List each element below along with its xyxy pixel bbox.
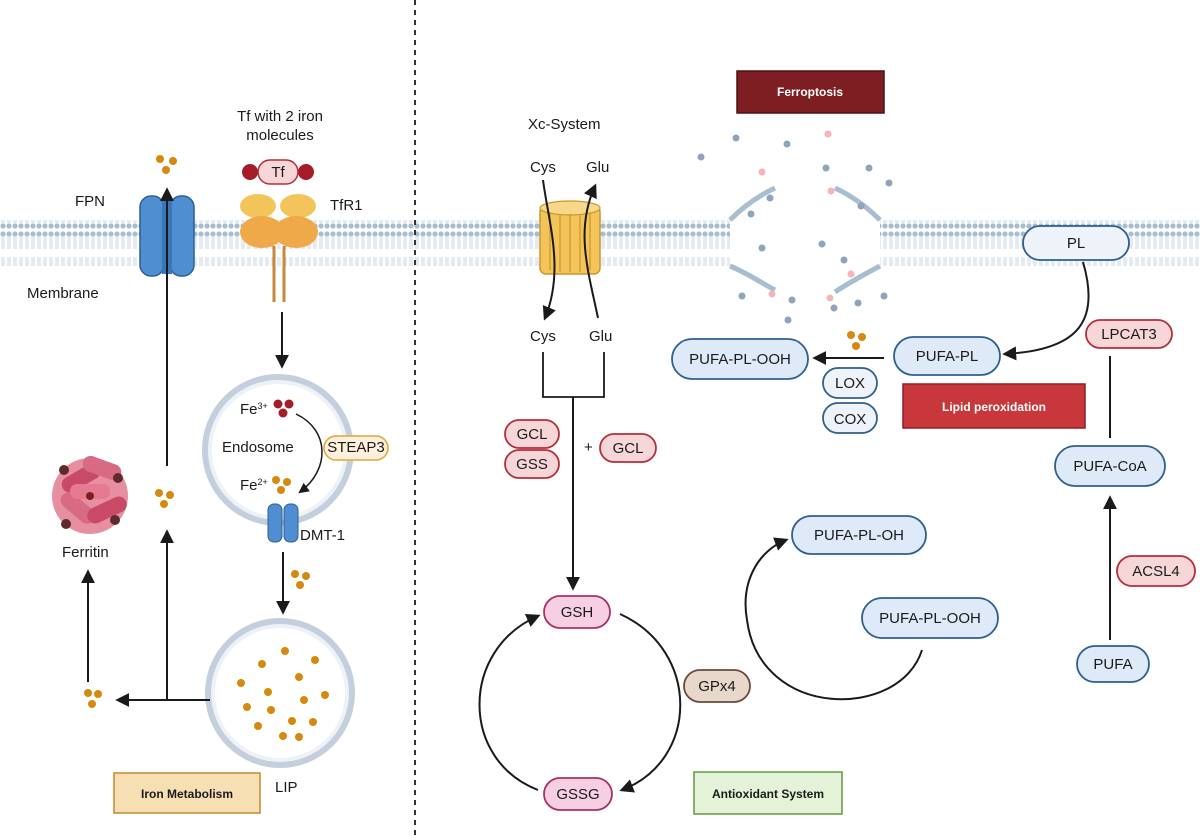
- catalytic-iron-icon: [847, 331, 866, 350]
- pufa-pl-pill: [893, 336, 1001, 376]
- plus-sign: +: [584, 439, 593, 456]
- lip-label: LIP: [275, 779, 298, 796]
- gsh-pill: [543, 595, 611, 629]
- cytosol-iron-icon: [84, 689, 102, 708]
- pufa-pl-oh-label: PUFA-PL-OH: [814, 527, 904, 544]
- arrow-gsh-to-gssg: [619, 613, 682, 793]
- iron-cluster-icon: [156, 155, 177, 174]
- cys-bottom-label: Cys: [530, 328, 556, 345]
- pufa-pl-ooh-mid-label: PUFA-PL-OOH: [879, 610, 981, 627]
- tfr1-label: TfR1: [330, 197, 363, 214]
- gcl-label-2: GCL: [613, 440, 644, 457]
- gssg-label: GSSG: [556, 786, 599, 803]
- pufa-pl-ooh-top-label: PUFA-PL-OOH: [689, 351, 791, 368]
- endosome-label: Endosome: [222, 439, 294, 456]
- gpx4-label: GPx4: [698, 678, 736, 695]
- arrow-gssg-to-gsh: [478, 614, 541, 791]
- dmt1-channel-icon: [267, 503, 299, 543]
- xc-system-label: Xc-System: [528, 116, 601, 133]
- ferritin-icon: [52, 455, 128, 534]
- arrow-fe3-to-fe2: [295, 413, 323, 494]
- gcl-pill-1: [504, 419, 560, 449]
- lip-pool-icon: [205, 618, 355, 768]
- iron-metabolism-box: [113, 772, 261, 814]
- dmt1-label: DMT-1: [300, 527, 345, 544]
- tfr1-receptor-icon: [240, 194, 318, 302]
- pufa-pl-ooh-top-pill: [671, 338, 809, 380]
- iron-transit-icon: [291, 570, 310, 589]
- rising-iron-icon: [155, 489, 174, 508]
- pufa-label: PUFA: [1093, 656, 1132, 673]
- ferroptosis-box: [736, 70, 885, 114]
- cox-pill: [822, 402, 878, 434]
- ferroptosis-label: Ferroptosis: [777, 85, 843, 99]
- lpcat3-pill: [1085, 319, 1173, 349]
- fe2-iron-icon: [272, 476, 291, 494]
- fe2-label: Fe2+: [240, 477, 268, 494]
- pufa-pl-ooh-mid-pill: [861, 597, 999, 639]
- pufa-pl-label: PUFA-PL: [916, 348, 979, 365]
- endosome-icon: [202, 374, 354, 526]
- pufa-pl-oh-pill: [791, 515, 927, 555]
- cys-top-label: Cys: [530, 159, 556, 176]
- cox-label: COX: [834, 411, 867, 428]
- pl-label: PL: [1067, 235, 1085, 252]
- pufa-coa-label: PUFA-CoA: [1073, 458, 1146, 475]
- lipid-peroxidation-box: [902, 383, 1086, 429]
- lpcat3-label: LPCAT3: [1101, 326, 1157, 343]
- transferrin-icon: [242, 159, 314, 185]
- ferritin-label: Ferritin: [62, 544, 109, 561]
- gss-pill: [504, 449, 560, 479]
- pl-pill: [1022, 225, 1130, 261]
- fpn-label: FPN: [75, 193, 105, 210]
- gssg-pill: [543, 777, 613, 811]
- glu-top-label: Glu: [586, 159, 609, 176]
- gss-label: GSS: [516, 456, 548, 473]
- antioxidant-box: [693, 771, 843, 815]
- tf-label: Tf: [271, 164, 285, 181]
- steap3-label: STEAP3: [327, 439, 385, 456]
- glu-bottom-label: Glu: [589, 328, 612, 345]
- acsl4-label: ACSL4: [1132, 563, 1180, 580]
- ruptured-membrane-icon: [728, 185, 882, 295]
- gsh-label: GSH: [561, 604, 594, 621]
- tf-caption-line1: Tf with 2 iron: [237, 108, 323, 125]
- arrow-pl-to-pufa-pl: [1002, 261, 1090, 361]
- fe3-label: Fe3+: [240, 401, 268, 418]
- tf-caption-line2: molecules: [246, 127, 314, 144]
- pufa-pill: [1076, 645, 1150, 683]
- arrow-ooh-to-oh: [744, 537, 923, 701]
- lox-pill: [822, 367, 878, 399]
- membrane-label: Membrane: [27, 285, 99, 302]
- lipid-peroxidation-label: Lipid peroxidation: [942, 400, 1046, 414]
- steap3-pill: [323, 435, 389, 461]
- gpx4-pill: [683, 669, 751, 703]
- gcl-pill-2: [599, 433, 657, 463]
- fe3-iron-icon: [273, 399, 294, 418]
- iron-metabolism-label: Iron Metabolism: [141, 787, 233, 801]
- arrow-glu-out: [583, 183, 599, 319]
- lox-label: LOX: [835, 375, 865, 392]
- cys-glu-bracket: [542, 352, 605, 398]
- pufa-coa-pill: [1054, 445, 1166, 487]
- gcl-label-1: GCL: [517, 426, 548, 443]
- lipid-debris-icon: [697, 130, 893, 324]
- arrow-cys-in: [542, 179, 556, 321]
- acsl4-pill: [1116, 555, 1196, 587]
- antioxidant-label: Antioxidant System: [712, 787, 824, 801]
